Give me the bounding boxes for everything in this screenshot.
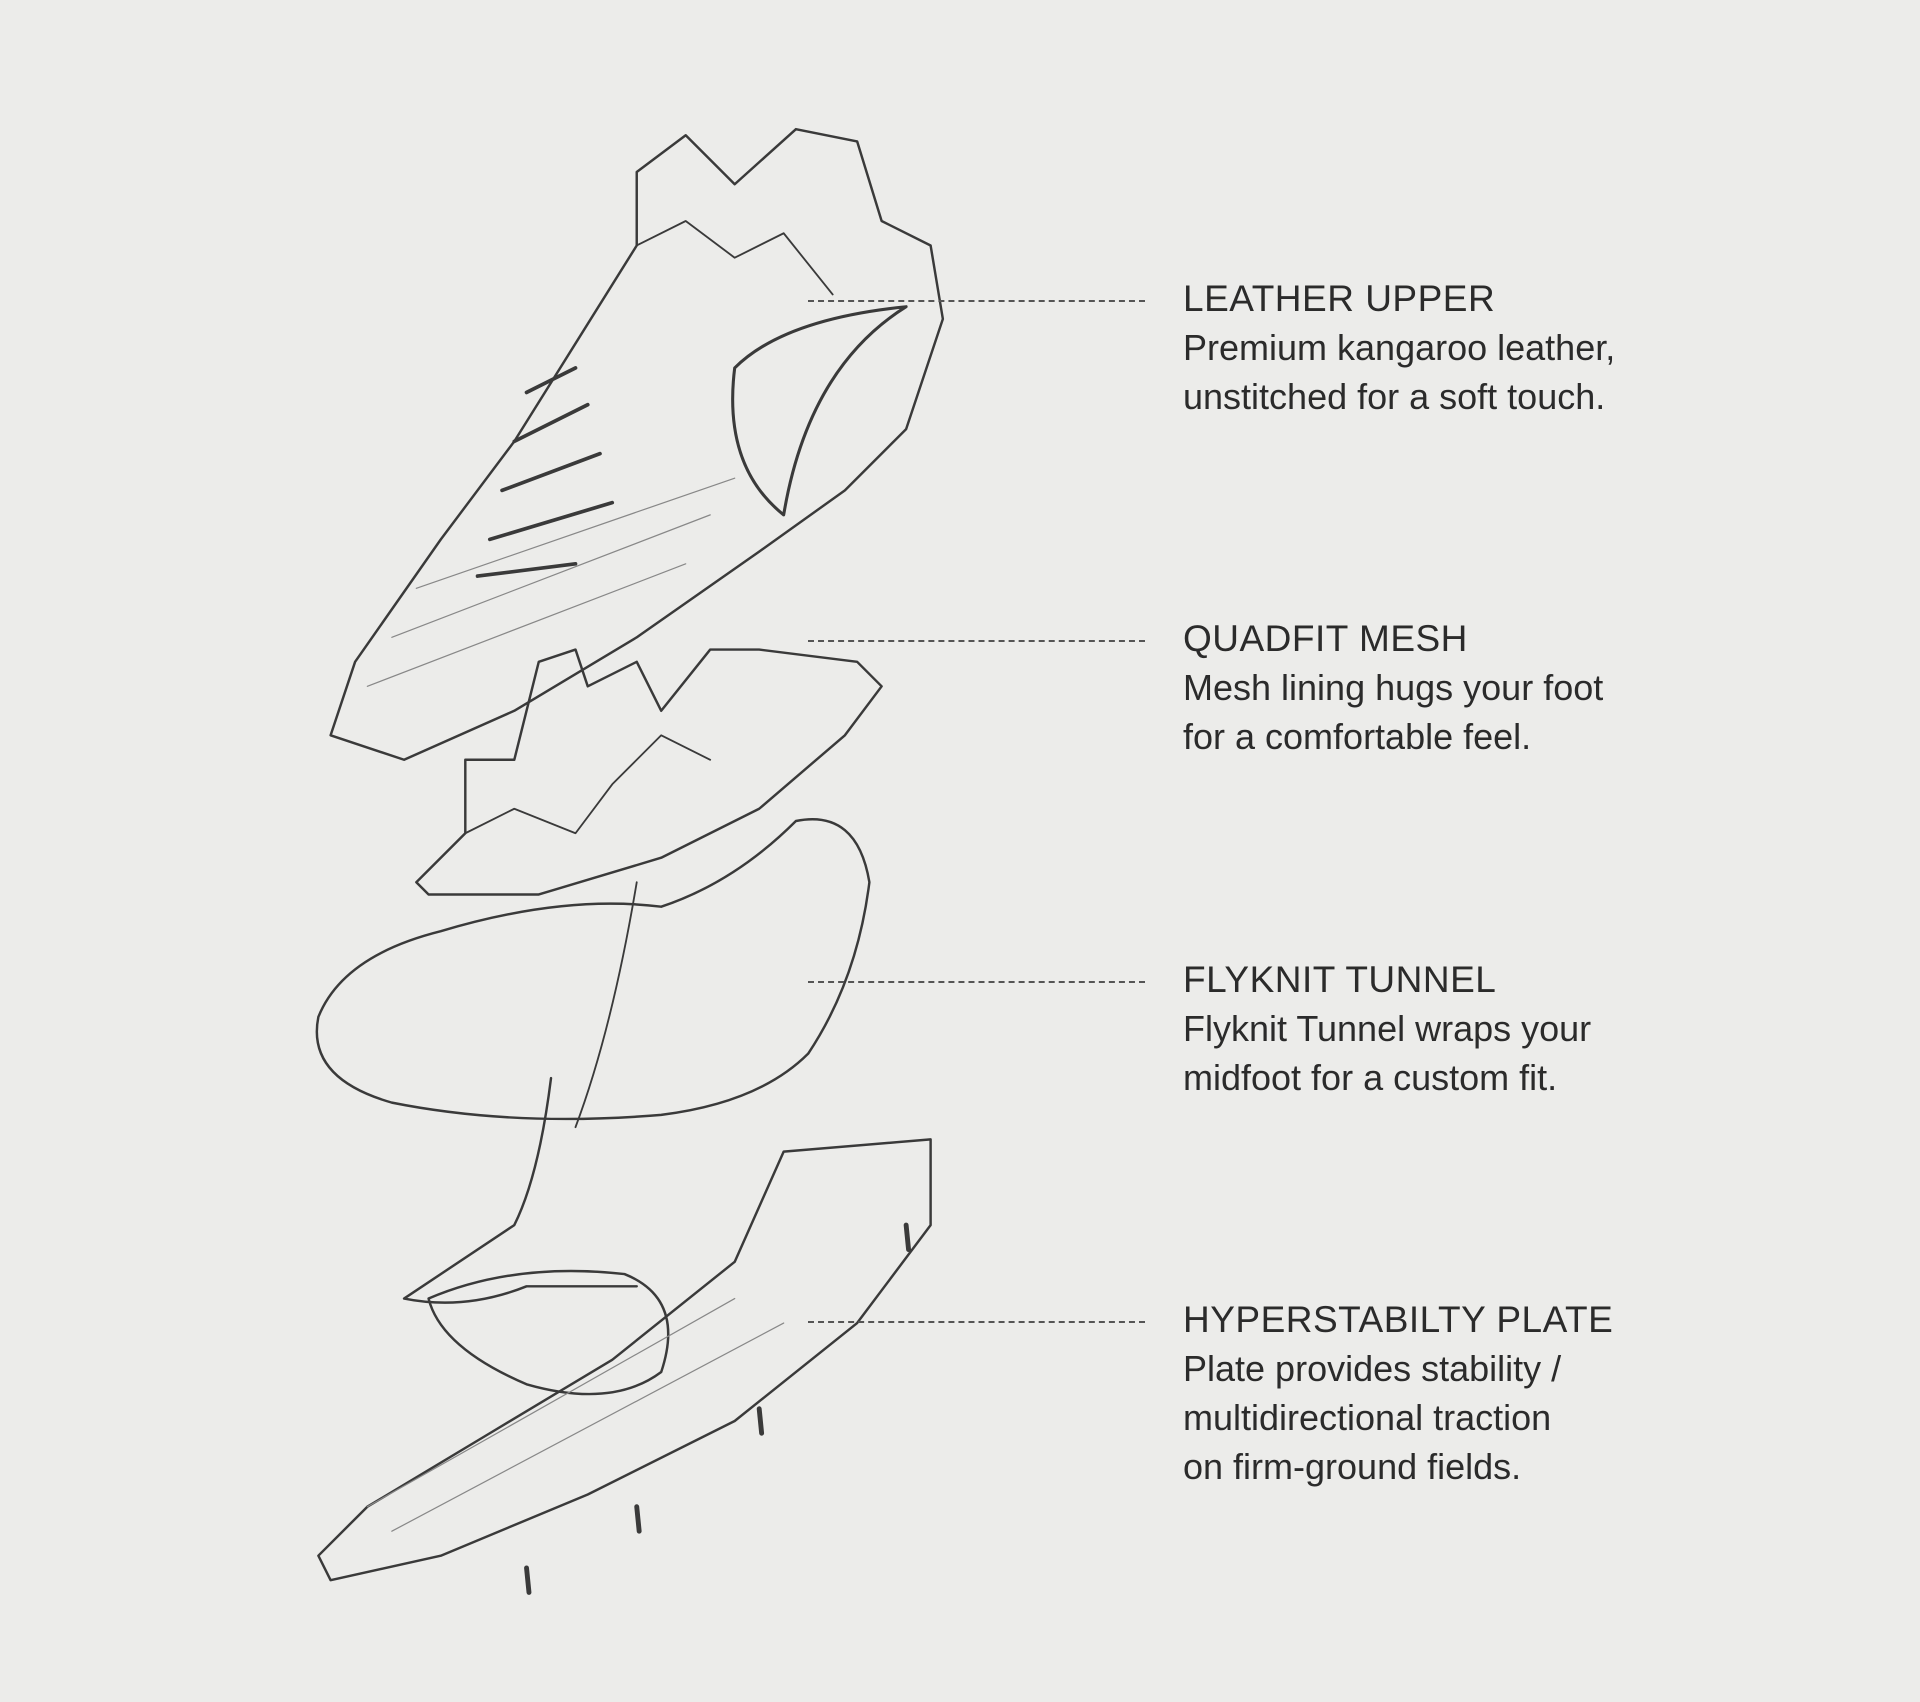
callout-title: FLYKNIT TUNNEL [1183, 959, 1497, 1000]
hyperstability-plate-sketch [317, 1138, 932, 1595]
leather-upper-sketch [329, 127, 945, 761]
leader-line [808, 1321, 1145, 1323]
callout-title: QUADFIT MESH [1183, 618, 1468, 659]
callout-description: Premium kangaroo leather, [1183, 327, 1616, 368]
callout-description: Flyknit Tunnel wraps your [1183, 1008, 1592, 1049]
leader-line [808, 640, 1145, 642]
callout-description: Plate provides stability / [1183, 1348, 1562, 1389]
callout-description: for a comfortable feel. [1183, 716, 1532, 757]
callout-description: unstitched for a soft touch. [1183, 376, 1606, 417]
callout-description: Mesh lining hugs your foot [1183, 667, 1604, 708]
quadfit-mesh-sketch [415, 648, 883, 896]
leader-line [808, 300, 1145, 302]
callout-description: on firm-ground fields. [1183, 1446, 1522, 1487]
callout-title: HYPERSTABILTY PLATE [1183, 1299, 1614, 1340]
callout-description: midfoot for a custom fit. [1183, 1057, 1558, 1098]
flyknit-tunnel-sketch [315, 818, 871, 1304]
callout-title: LEATHER UPPER [1183, 278, 1496, 319]
leader-line [808, 981, 1145, 983]
callout-description: multidirectional traction [1183, 1397, 1552, 1438]
